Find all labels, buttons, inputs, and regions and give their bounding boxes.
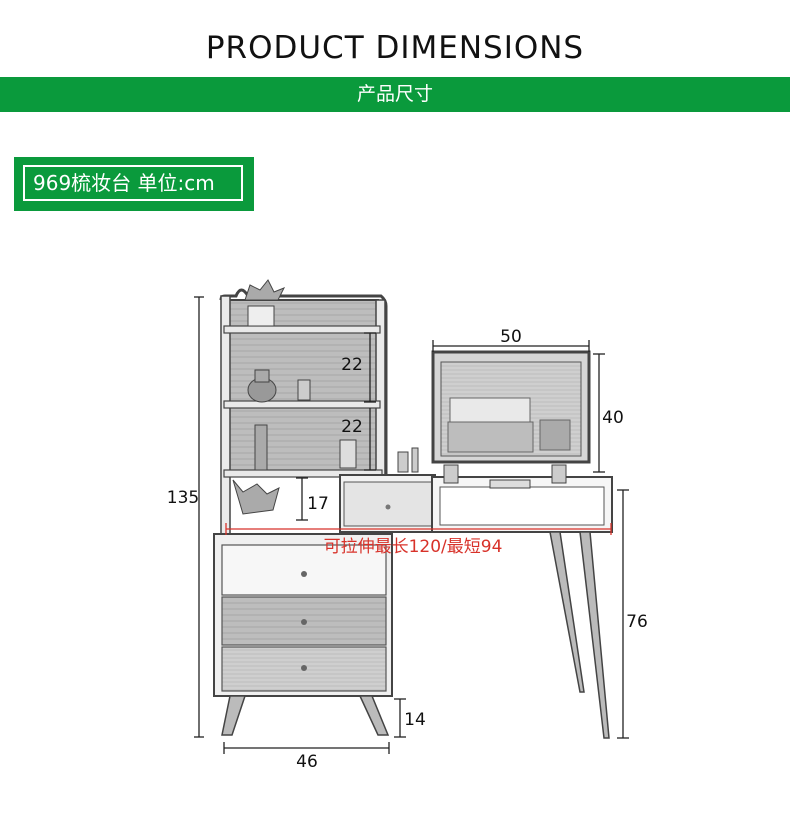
extension-indicator: [225, 523, 612, 535]
dimension-lines: [194, 296, 629, 754]
section-banner: 产品尺寸: [0, 77, 790, 112]
label-mirror-width: 50: [500, 327, 522, 347]
vanity-desk: [431, 464, 613, 739]
label-extension-range: 可拉伸最长120/最短94: [324, 537, 503, 557]
label-shelf-gap-1: 22: [341, 355, 363, 375]
model-tag: 969梳妆台 单位:cm: [14, 157, 254, 211]
bookshelf-unit: [219, 279, 388, 535]
label-leg-height: 14: [404, 710, 426, 730]
model-tag-label: 969梳妆台 单位:cm: [23, 165, 243, 201]
label-table-height: 76: [626, 612, 648, 632]
label-lower-gap: 17: [307, 494, 329, 514]
page-title: PRODUCT DIMENSIONS: [205, 30, 585, 66]
flip-mirror: [431, 350, 591, 464]
drawer-cabinet: [213, 533, 393, 736]
label-mirror-height: 40: [602, 408, 624, 428]
label-total-height: 135: [167, 488, 199, 508]
center-drawer: [339, 447, 436, 533]
label-cabinet-width: 46: [296, 752, 318, 772]
label-shelf-gap-2: 22: [341, 417, 363, 437]
